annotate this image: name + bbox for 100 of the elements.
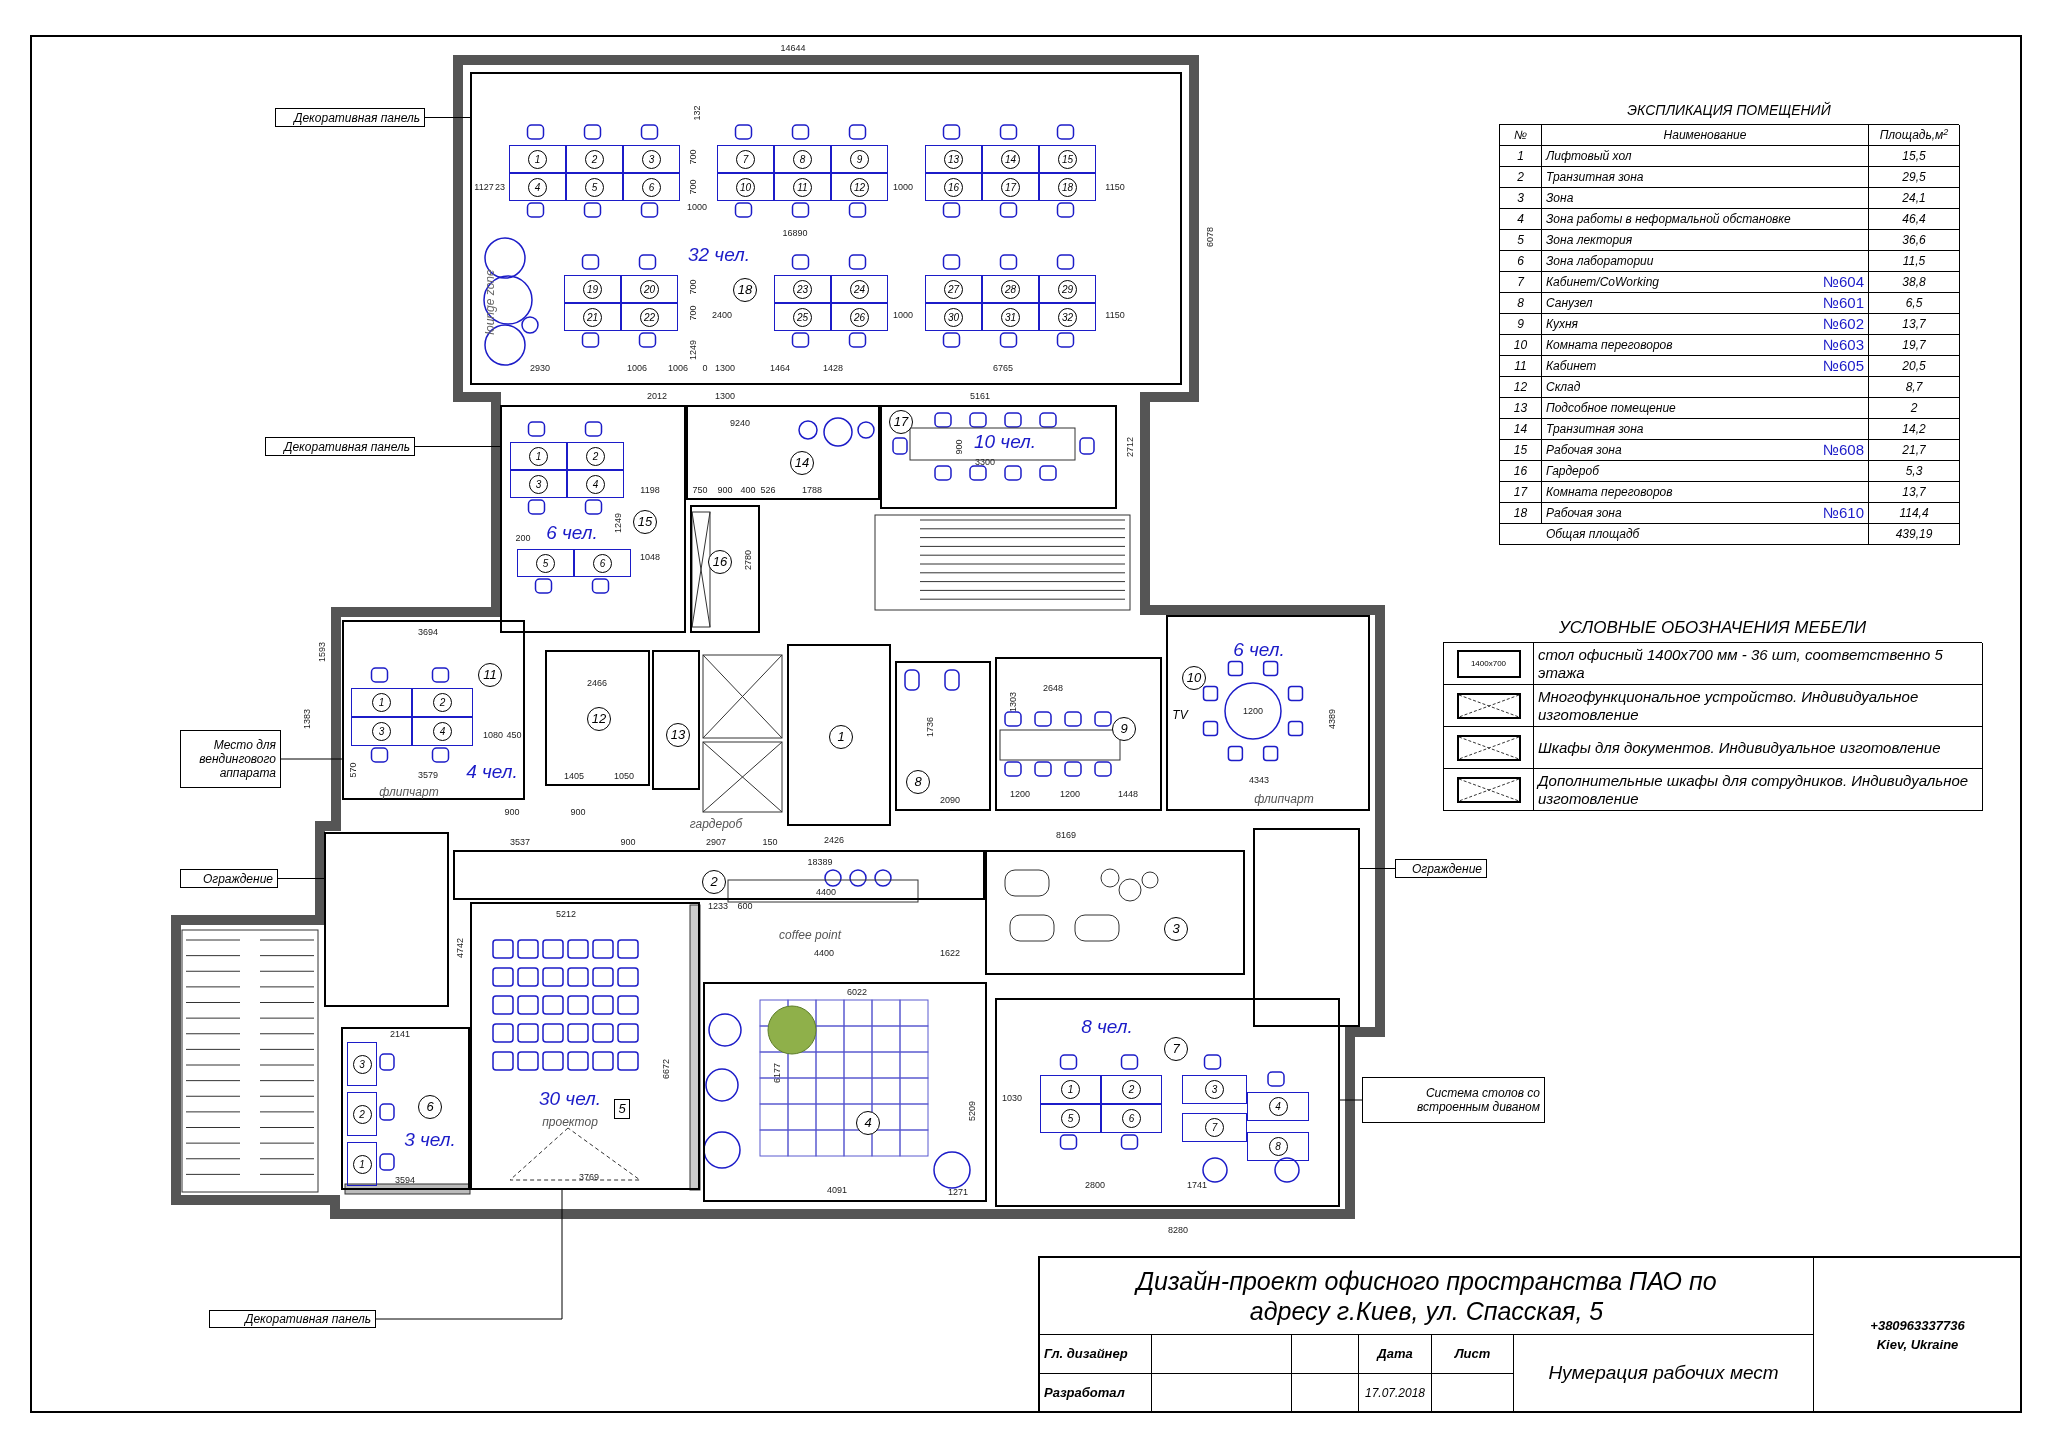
desk bbox=[351, 688, 412, 717]
desk bbox=[1039, 275, 1096, 303]
legend-text: Многофункциональное устройство. Индивидуальное изготовление bbox=[1538, 687, 1920, 724]
room-number: 1 bbox=[829, 725, 853, 749]
desk bbox=[623, 173, 680, 201]
dimension-value: 4389 bbox=[1327, 709, 1337, 729]
desk-number: 25 bbox=[793, 307, 812, 327]
room-outline bbox=[703, 982, 987, 1202]
callout-box bbox=[1395, 859, 1487, 878]
desk-number: 6 bbox=[593, 553, 612, 573]
dimension-value: 1080 bbox=[483, 730, 503, 740]
room-name: Транзитная зона bbox=[1546, 169, 1644, 186]
dimension-value: 1448 bbox=[1118, 789, 1138, 799]
dimension-value: 1233 bbox=[708, 901, 728, 911]
room-outline bbox=[470, 902, 700, 1190]
desk bbox=[564, 303, 621, 331]
callout-box bbox=[209, 1310, 376, 1328]
dimension-value: 6765 bbox=[993, 363, 1013, 373]
dimension-value: 700 bbox=[688, 305, 698, 321]
dimension-value: 1464 bbox=[770, 363, 790, 373]
desk bbox=[567, 442, 624, 470]
dimension-value: 1127 bbox=[474, 182, 494, 192]
desk bbox=[1182, 1113, 1247, 1142]
desk bbox=[621, 303, 678, 331]
callout-text: Декоративная панель bbox=[284, 439, 410, 454]
desk-number: 10 bbox=[736, 177, 755, 197]
date-header: Дата bbox=[1377, 1345, 1413, 1364]
room-number: 4 bbox=[856, 1111, 880, 1135]
room-name: Санузел bbox=[1546, 295, 1593, 312]
desk-number: 5 bbox=[1061, 1109, 1080, 1128]
desk bbox=[925, 303, 982, 331]
room-number: 5 bbox=[614, 1099, 630, 1119]
room-index: 9 bbox=[1517, 316, 1524, 333]
dimension-value: 0 bbox=[702, 363, 708, 373]
desk bbox=[831, 173, 888, 201]
room-outline bbox=[985, 850, 1245, 975]
room-number: 15 bbox=[633, 510, 657, 534]
room-area: 8,7 bbox=[1905, 378, 1923, 396]
desk-number: 4 bbox=[1268, 1097, 1288, 1116]
date-value: 17.07.2018 bbox=[1364, 1385, 1426, 1402]
drawing-title: Дизайн-проект офисного пространства ПАО по адресу г.Киев, ул. Спасская, 5 bbox=[1133, 1266, 1718, 1326]
dimension-value: 8169 bbox=[1056, 830, 1076, 840]
dimension-value: 700 bbox=[688, 149, 698, 165]
dimension-value: 1000 bbox=[893, 310, 913, 320]
desk-number: 8 bbox=[1268, 1137, 1288, 1156]
desk-number: 5 bbox=[585, 177, 604, 197]
desk-number: 3 bbox=[642, 149, 661, 169]
room-outline bbox=[341, 1027, 470, 1190]
room-number: 12 bbox=[587, 707, 611, 731]
dimension-value: 450 bbox=[506, 730, 522, 740]
dimension-value: 700 bbox=[688, 179, 698, 195]
room-area: 38,8 bbox=[1902, 273, 1926, 291]
dimension-value: 1428 bbox=[823, 363, 843, 373]
dimension-value: 132 bbox=[692, 105, 702, 121]
desk-number: 13 bbox=[944, 149, 963, 169]
dimension-value: 1200 bbox=[1060, 789, 1080, 799]
room-index: 1 bbox=[1517, 148, 1524, 165]
room-code: №608 bbox=[1822, 439, 1864, 460]
dimension-value: 700 bbox=[688, 279, 698, 295]
dimension-value: 2141 bbox=[390, 1029, 410, 1039]
desk bbox=[717, 145, 774, 173]
column-header: Площадь,м$^{2}$ bbox=[1879, 126, 1949, 144]
room-name: Транзитная зона bbox=[1546, 421, 1644, 438]
desk bbox=[412, 717, 473, 746]
dimension-value: 14644 bbox=[780, 43, 806, 53]
room-index: 18 bbox=[1513, 505, 1528, 522]
room-note: lounge zone bbox=[482, 269, 498, 335]
dimension-value: 2800 bbox=[1085, 1180, 1105, 1190]
dimension-value: 1303 bbox=[1008, 692, 1018, 712]
leader-line bbox=[280, 758, 343, 760]
dimension-value: 1048 bbox=[640, 552, 660, 562]
contact-phone: +380963337736 bbox=[1870, 1316, 1965, 1335]
room-outline bbox=[995, 998, 1340, 1207]
seat-count: 4 чел. bbox=[466, 759, 518, 784]
desk bbox=[925, 275, 982, 303]
hall-outline bbox=[324, 832, 449, 1007]
callout-box bbox=[180, 730, 281, 788]
dimension-value: 1150 bbox=[1105, 182, 1125, 192]
leader-line bbox=[414, 446, 501, 447]
desk bbox=[1247, 1132, 1309, 1161]
room-index: 4 bbox=[1517, 211, 1524, 228]
room-index: 17 bbox=[1513, 484, 1528, 501]
dimension-value: 3579 bbox=[418, 770, 438, 780]
room-note: флипчарт bbox=[379, 784, 439, 801]
desk-number: 2 bbox=[586, 446, 605, 466]
dimension-value: 1249 bbox=[688, 340, 698, 360]
room-index: 12 bbox=[1513, 379, 1528, 396]
desk bbox=[717, 173, 774, 201]
desk bbox=[1039, 145, 1096, 173]
desk-number: 8 bbox=[793, 149, 812, 169]
room-name: Рабочая зона bbox=[1546, 442, 1622, 459]
room-name: Зона лектория bbox=[1546, 232, 1633, 249]
room-area: 6,5 bbox=[1905, 294, 1923, 312]
desk bbox=[1182, 1075, 1247, 1104]
room-code: №610 bbox=[1822, 502, 1864, 523]
room-outline bbox=[545, 650, 650, 786]
desk bbox=[574, 549, 631, 577]
desk bbox=[347, 1042, 377, 1086]
room-outline bbox=[895, 661, 991, 811]
dimension-value: 526 bbox=[760, 485, 776, 495]
